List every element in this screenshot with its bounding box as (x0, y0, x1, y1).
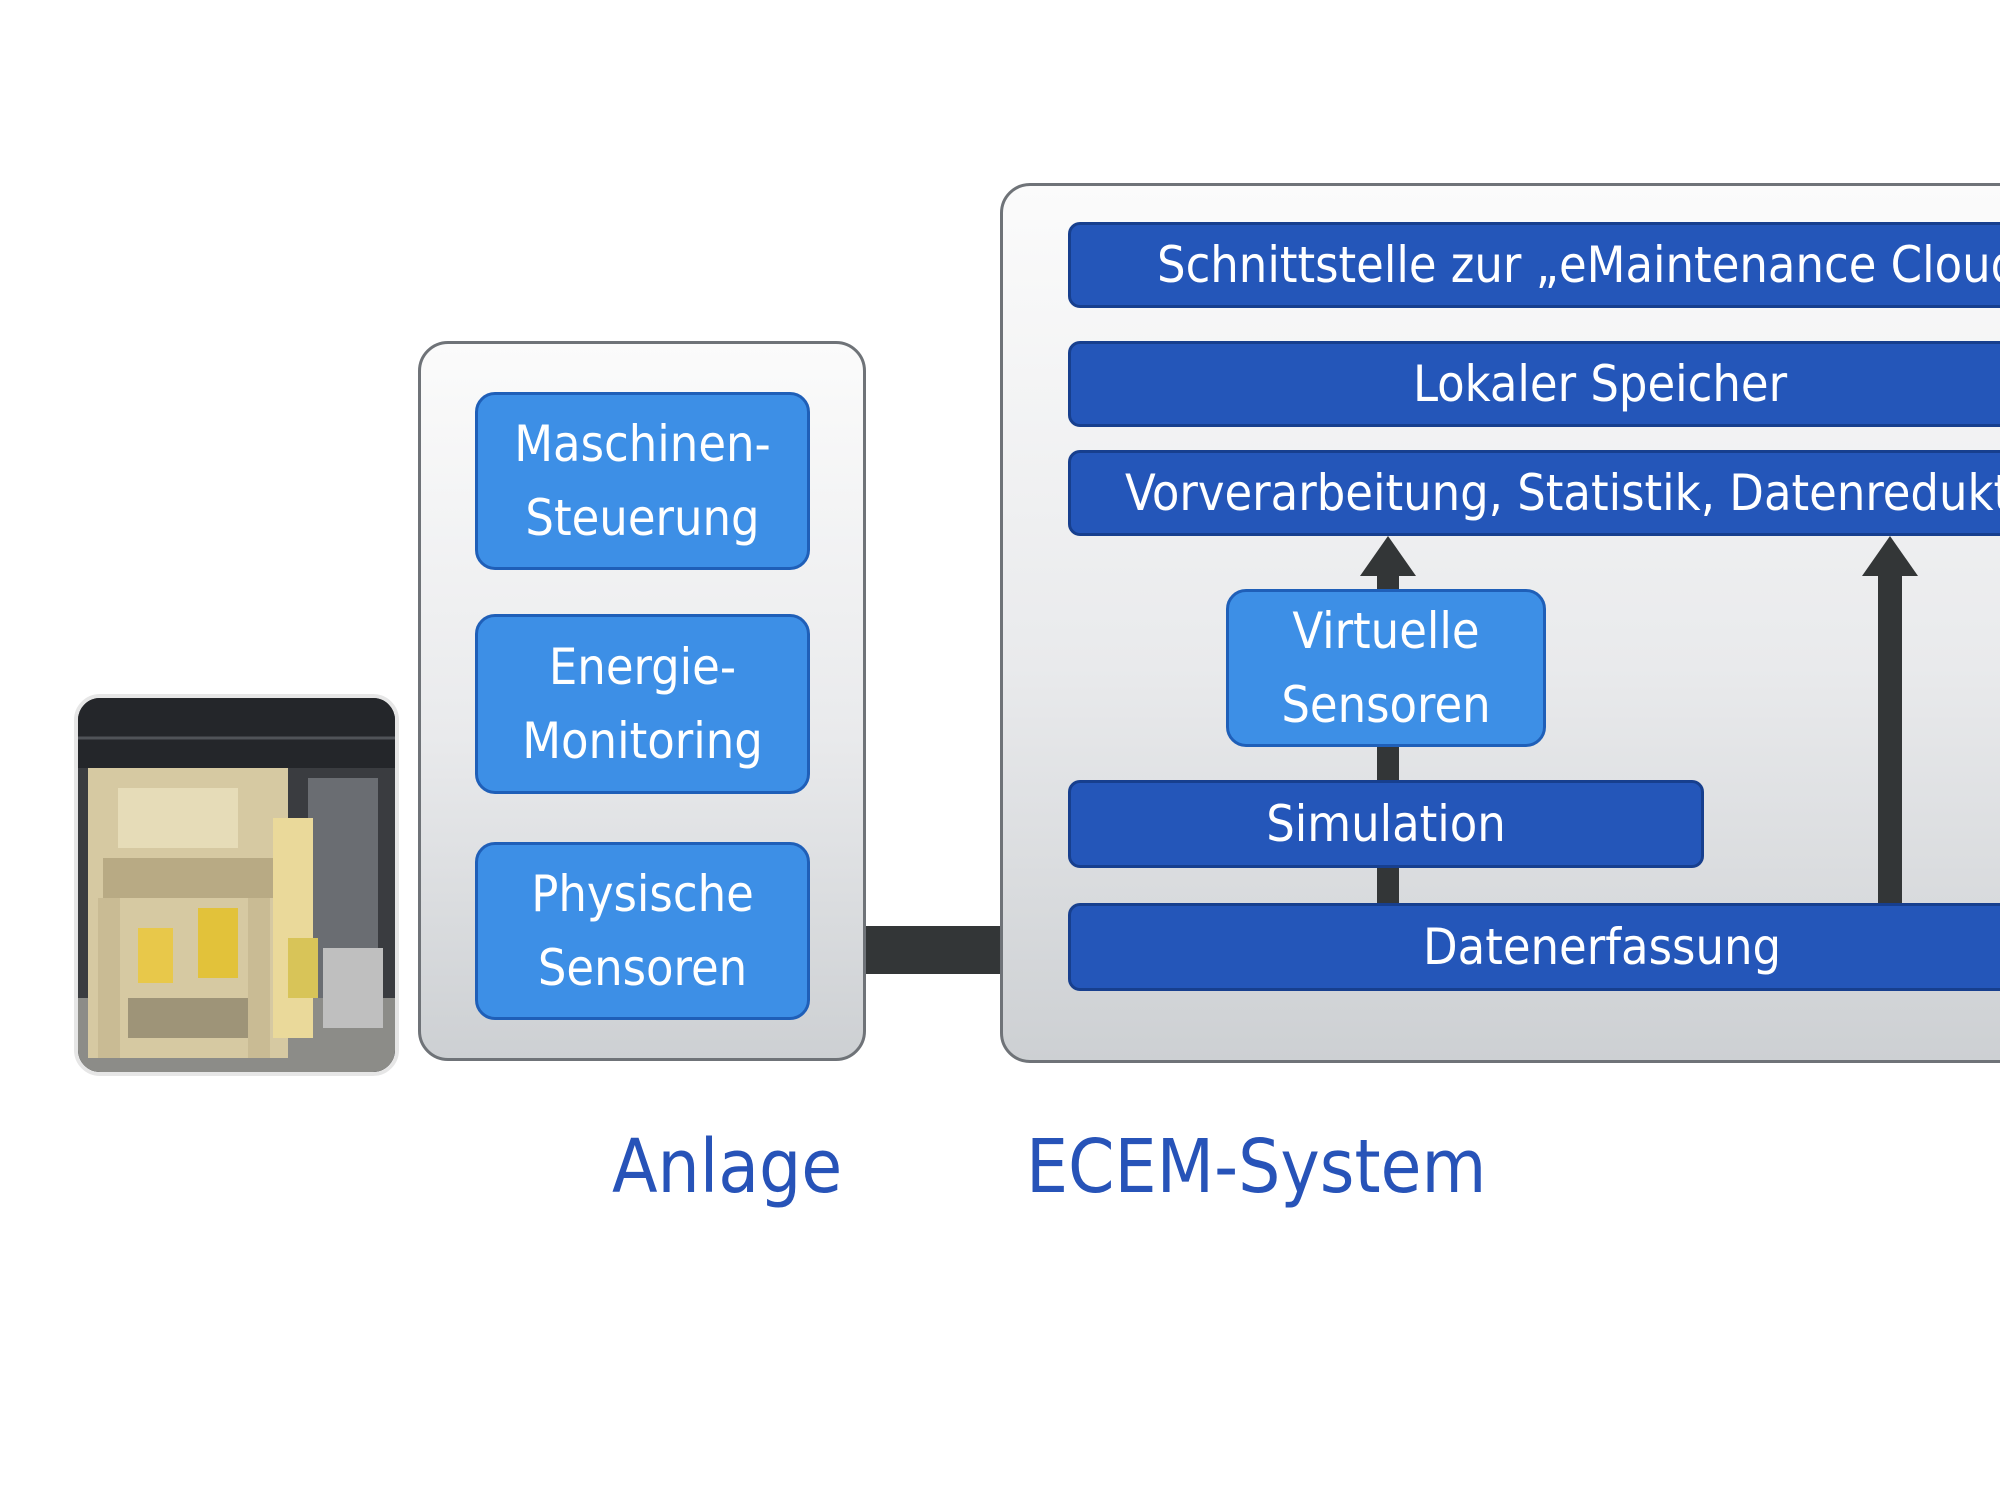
energie-monitoring-line1: Energie- (548, 638, 737, 696)
arrow-up-icon (1360, 536, 1416, 576)
virtuelle-sensoren-line1: Virtuelle (1292, 602, 1480, 660)
schnittstelle-bar: Schnittstelle zur „eMaintenance Cloud (1068, 222, 2000, 308)
energie-monitoring-block: Energie- Monitoring (475, 614, 810, 794)
vorverarbeitung-bar: Vorverarbeitung, Statistik, Datenredukti (1068, 450, 2000, 536)
energie-monitoring-line2: Monitoring (522, 712, 763, 770)
maschinen-steuerung-line1: Maschinen- (514, 415, 771, 473)
physische-sensoren-block: Physische Sensoren (475, 842, 810, 1020)
maschinen-steuerung-block: Maschinen- Steuerung (475, 392, 810, 570)
virtuelle-sensoren-block: Virtuelle Sensoren (1226, 589, 1546, 747)
ecem-caption: ECEM-System (1026, 1124, 1487, 1210)
lokaler-speicher-bar: Lokaler Speicher (1068, 341, 2000, 427)
maschinen-steuerung-line2: Steuerung (525, 489, 760, 547)
machine-photo (74, 694, 399, 1076)
connector-stem (1878, 568, 1902, 906)
anlage-caption: Anlage (612, 1124, 843, 1210)
virtuelle-sensoren-line2: Sensoren (1281, 676, 1491, 734)
simulation-bar: Simulation (1068, 780, 1704, 868)
physische-sensoren-line1: Physische (531, 865, 754, 923)
datenerfassung-bar: Datenerfassung (1068, 903, 2000, 991)
connector-stem (1377, 744, 1399, 784)
arrow-up-icon (1862, 536, 1918, 576)
connector-stem (1377, 865, 1399, 907)
physische-sensoren-line2: Sensoren (537, 939, 748, 997)
